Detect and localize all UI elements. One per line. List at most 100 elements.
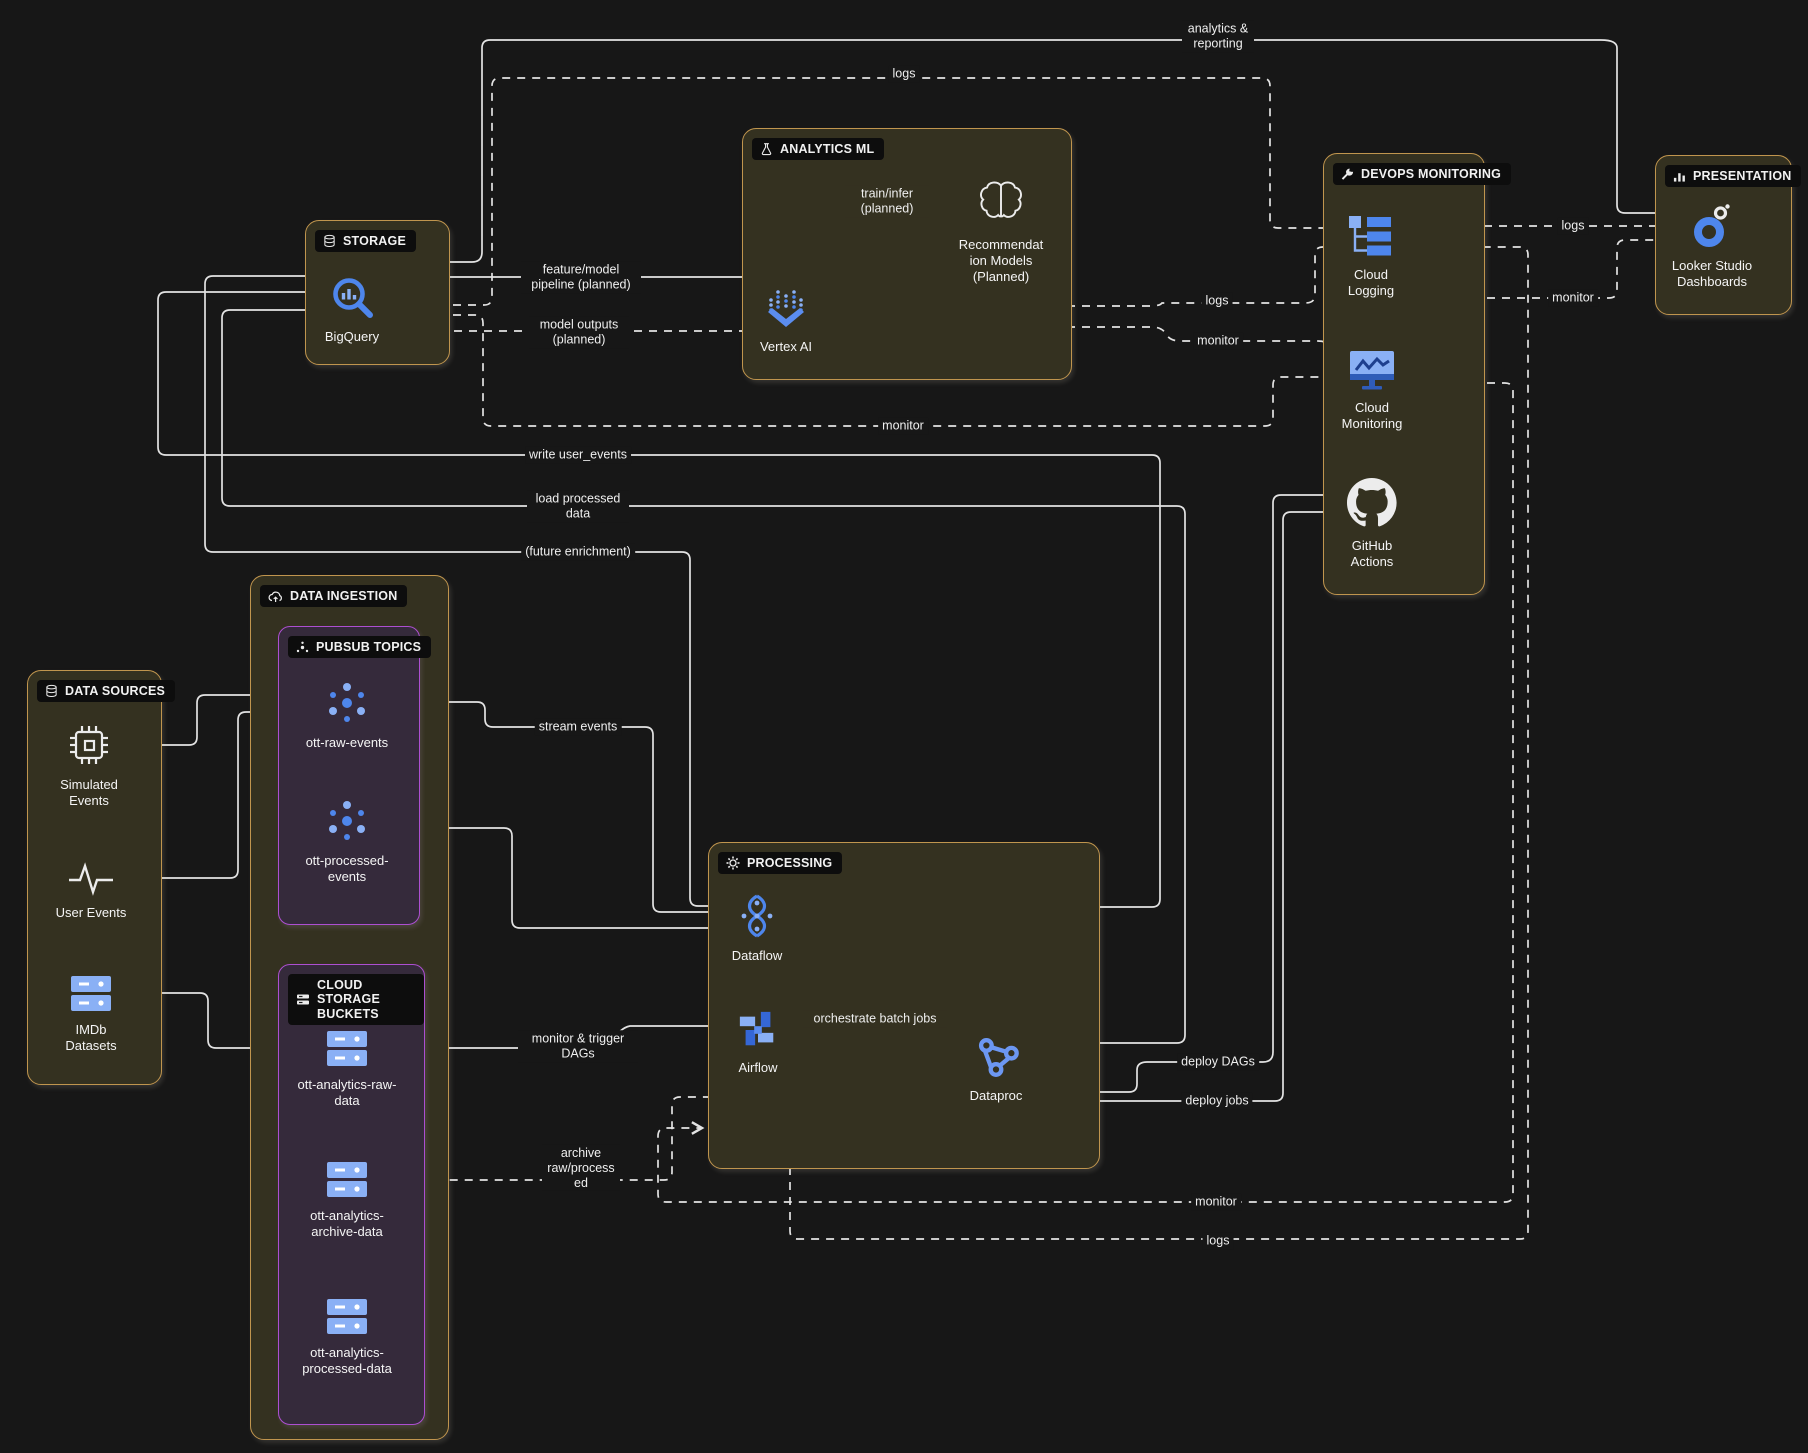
edge-analytics-reporting <box>378 39 1685 263</box>
cloud-upload-icon <box>268 590 283 603</box>
edge-label-stream-events: stream events <box>534 718 622 736</box>
node-label: Cloud Monitoring <box>1341 400 1403 431</box>
node-dataproc: Dataproc <box>931 1035 1061 1104</box>
edge-bq-logs <box>378 77 1347 306</box>
node-label: ott-analytics-processed-data <box>302 1345 392 1376</box>
node-label: User Events <box>55 905 127 920</box>
node-ott-processed-events: ott-processed-events <box>305 798 389 885</box>
bucket-icon <box>296 993 310 1006</box>
pubsub-icon <box>324 680 370 731</box>
edge-label-bq-monitor: monitor <box>878 417 928 435</box>
flask-icon <box>760 142 773 156</box>
group-header-data-sources: DATA SOURCES <box>37 680 176 702</box>
edge-label-model-outputs: model outputs (planned) <box>529 316 629 348</box>
group-title: DATA SOURCES <box>65 684 166 698</box>
edge-label-logs-bottom: logs <box>1202 1232 1234 1250</box>
node-simulated-events: Simulated Events <box>49 722 129 809</box>
node-label: Dataflow <box>731 948 783 963</box>
edge-monitoring-looker <box>1397 233 1679 299</box>
node-cloud-logging: Cloud Logging <box>1331 215 1411 299</box>
node-label: ott-analytics-archive-data <box>310 1208 384 1239</box>
node-label: Airflow <box>738 1060 778 1075</box>
edge-label-analytics-reporting: analytics & reporting <box>1182 20 1254 52</box>
edge-label-write-user-events: write user_events <box>525 446 631 464</box>
node-cloud-monitoring: Cloud Monitoring <box>1329 350 1415 432</box>
node-label: Dataproc <box>969 1088 1023 1103</box>
node-label: Recommendation Models (Planned) <box>958 237 1044 284</box>
edge-label-future-enrichment: (future enrichment) <box>521 543 635 561</box>
database-icon <box>45 684 58 698</box>
node-ott-analytics-raw-data: ott-analytics-raw-data <box>297 1030 397 1109</box>
dataproc-icon <box>971 1035 1021 1084</box>
node-airflow: Airflow <box>693 1009 823 1076</box>
group-header-analytics-ml: ANALYTICS ML <box>752 138 885 160</box>
node-label: Looker Studio Dashboards <box>1671 258 1753 289</box>
edge-label-monitoring-looker: monitor <box>1548 289 1598 307</box>
edge-label-logs-top: logs <box>888 65 920 83</box>
edge-label-vertex-logs: logs <box>1201 292 1233 310</box>
airflow-icon <box>737 1009 779 1056</box>
node-label: ott-processed-events <box>305 853 389 884</box>
group-analytics-ml: ANALYTICS ML <box>742 128 1072 380</box>
node-label: Cloud Logging <box>1347 267 1395 298</box>
edge-imdb-bucket <box>113 992 317 1055</box>
group-data-sources: DATA SOURCES <box>27 670 176 1085</box>
edge-label-monitor-bottom: monitor <box>1191 1193 1241 1211</box>
node-github-actions: GitHub Actions <box>1332 477 1412 570</box>
edge-bq-monitor <box>378 314 1345 427</box>
group-title: PRESENTATION <box>1693 169 1792 183</box>
edge-label-logging-looker: logs <box>1557 217 1589 235</box>
edge-label-feature-pipeline: feature/model pipeline (planned) <box>521 261 641 293</box>
group-header-processing: PROCESSING <box>718 852 843 874</box>
bigquery-icon <box>329 274 375 325</box>
node-ott-raw-events: ott-raw-events <box>297 680 397 751</box>
edge-load-processed <box>221 303 1186 1044</box>
dataflow-icon <box>734 893 780 944</box>
node-label: ott-raw-events <box>305 735 389 750</box>
group-header-presentation: PRESENTATION <box>1665 165 1802 187</box>
subgroup-title: PUBSUB TOPICS <box>316 640 422 654</box>
pulse-icon <box>68 862 114 901</box>
servers-icon <box>324 1298 370 1341</box>
node-user-events: User Events <box>26 862 156 921</box>
group-header-data-ingestion: DATA INGESTION <box>260 585 408 607</box>
edge-label-monitor-trigger-dags: monitor & trigger DAGs <box>518 1030 638 1062</box>
cloud-monitoring-icon <box>1349 350 1395 396</box>
pubsub-icon <box>296 641 309 654</box>
node-label: Vertex AI <box>759 339 813 354</box>
group-title: DEVOPS MONITORING <box>1361 167 1501 181</box>
edge-write-user-events <box>157 285 1161 908</box>
servers-icon <box>68 975 114 1018</box>
gear-icon <box>726 856 740 870</box>
edge-label-train-infer: train/infer (planned) <box>845 185 929 217</box>
edge-label-orchestrate: orchestrate batch jobs <box>803 1010 947 1028</box>
node-ott-analytics-archive-data: ott-analytics-archive-data <box>297 1161 397 1240</box>
node-imdb-datasets: IMDb Datasets <box>51 975 131 1054</box>
node-dataflow: Dataflow <box>692 893 822 964</box>
node-ott-analytics-processed-data: ott-analytics-processed-data <box>297 1298 397 1377</box>
group-title: ANALYTICS ML <box>780 142 875 156</box>
subgroup-header-buckets: CLOUD STORAGE BUCKETS <box>288 974 424 1026</box>
database-icon <box>323 234 336 248</box>
group-header-devops: DEVOPS MONITORING <box>1333 163 1511 185</box>
servers-icon <box>324 1030 370 1073</box>
looker-studio-icon <box>1689 203 1735 254</box>
edge-dataflow-processed-topic <box>323 821 733 929</box>
cloud-logging-icon <box>1348 215 1394 263</box>
edge-vertex-monitor <box>812 326 1348 360</box>
node-label: ott-analytics-raw-data <box>297 1077 397 1108</box>
brain-icon <box>974 176 1028 233</box>
edge-simulated-raw <box>112 688 319 746</box>
node-label: BigQuery <box>324 329 380 344</box>
edge-monitor-bottom <box>657 382 1514 1203</box>
node-vertex-ai: Vertex AI <box>721 286 851 355</box>
edge-label-deploy-jobs: deploy jobs <box>1181 1092 1253 1110</box>
node-recommendation-models: Recommendation Models (Planned) <box>958 176 1044 285</box>
subgroup-pubsub-topics: PUBSUB TOPICS <box>278 626 432 925</box>
chip-icon <box>66 722 112 773</box>
node-looker-studio: Looker Studio Dashboards <box>1657 203 1767 290</box>
group-title: STORAGE <box>343 234 406 248</box>
wrench-icon <box>1341 167 1354 181</box>
group-header-storage: STORAGE <box>315 230 416 252</box>
